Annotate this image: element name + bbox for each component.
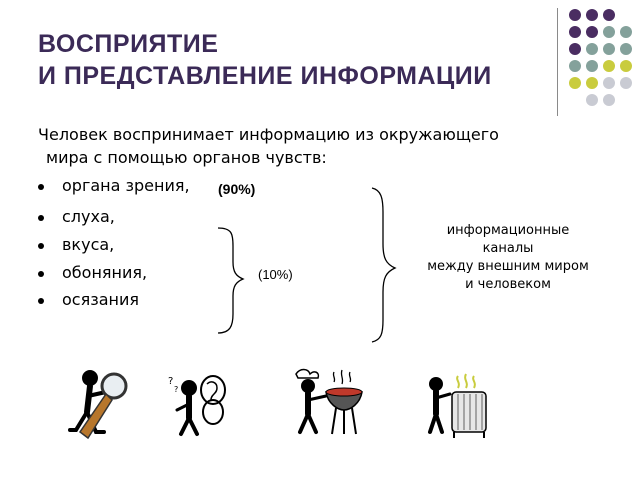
bullet-dot <box>38 298 44 304</box>
dot-purple <box>603 9 615 21</box>
radiator-person-icon <box>428 373 487 438</box>
channels-line-4: и человеком <box>465 277 551 292</box>
bullet-dot <box>38 271 44 277</box>
sense-item-hearing: слуха, <box>62 207 115 226</box>
dot-purple <box>569 43 581 55</box>
dot-yellow <box>620 60 632 72</box>
svg-text:?: ? <box>168 376 173 387</box>
sense-item-vision: органа зрения, <box>62 176 190 195</box>
magnifier-person-icon <box>68 370 128 440</box>
barbecue-person-icon <box>295 368 363 435</box>
dot-purple <box>569 26 581 38</box>
dot-teal <box>569 60 581 72</box>
other-senses-percent-label: (10%) <box>258 267 293 282</box>
dot-light <box>620 77 632 89</box>
dot-yellow <box>603 60 615 72</box>
channels-line-1: информационные <box>446 223 570 238</box>
dot-teal <box>603 26 615 38</box>
dot-teal <box>586 43 598 55</box>
dot-teal <box>603 43 615 55</box>
channels-line-3: между внешним миром <box>427 259 589 274</box>
dot-yellow <box>569 77 581 89</box>
bullet-dot <box>38 215 44 221</box>
slide-title-line-1: ВОСПРИЯТИЕ <box>38 30 219 58</box>
bullet-dot <box>38 243 44 249</box>
channels-line-2: каналы <box>482 241 534 256</box>
dot-teal <box>620 26 632 38</box>
dot-light <box>603 77 615 89</box>
dot-purple <box>569 9 581 21</box>
sense-item-touch: осязания <box>62 290 140 309</box>
dot-teal <box>586 60 598 72</box>
svg-text:?: ? <box>174 385 178 394</box>
dot-purple <box>586 9 598 21</box>
decorative-dot-grid <box>0 0 640 110</box>
dot-purple <box>586 26 598 38</box>
vision-percent-label: (90%) <box>218 181 256 197</box>
intro-line-2: мира с помощью органов чувств: <box>46 148 327 167</box>
dot-teal <box>620 43 632 55</box>
sense-item-taste: вкуса, <box>62 235 115 254</box>
listening-person-icon: ? ? <box>168 375 226 436</box>
dot-yellow <box>586 77 598 89</box>
dot-light <box>586 94 598 106</box>
intro-line-1: Человек воспринимает информацию из окруж… <box>38 125 499 144</box>
bullet-dot <box>38 184 44 190</box>
slide-title-line-2: И ПРЕДСТАВЛЕНИЕ ИНФОРМАЦИИ <box>38 62 492 90</box>
dot-light <box>603 94 615 106</box>
decorative-divider <box>557 8 558 116</box>
sense-item-smell: обоняния, <box>62 263 148 282</box>
